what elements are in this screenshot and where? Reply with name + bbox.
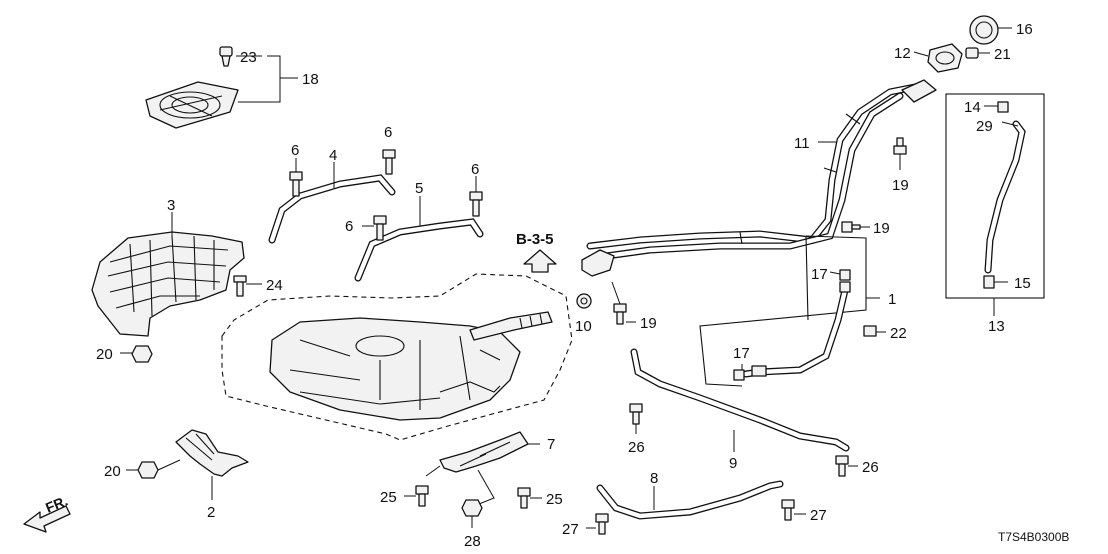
hose-assembly (742, 281, 851, 378)
callout-11: 11 (794, 135, 810, 152)
part-7-bracket (439, 431, 529, 473)
bolt-25-right (517, 487, 531, 509)
callout-28: 28 (464, 533, 481, 550)
part-12-housing (927, 43, 963, 73)
part-8-band (596, 480, 784, 520)
callout-12: 12 (894, 45, 911, 62)
callout-4: 4 (329, 147, 337, 164)
clip-21 (965, 47, 979, 59)
callout-20a: 20 (96, 346, 113, 363)
bolt-27-right (781, 499, 795, 521)
part-4-strap (268, 174, 396, 244)
part-18-cover (145, 81, 239, 129)
callout-3: 3 (167, 197, 175, 214)
callout-29: 29 (976, 118, 993, 135)
bolt-27-left (595, 513, 609, 535)
part-29-hose (984, 120, 1026, 274)
callout-17a: 17 (811, 266, 828, 283)
callout-25b: 25 (546, 491, 563, 508)
callout-19c: 19 (873, 220, 890, 237)
bolt-6-d (469, 191, 483, 217)
callout-27a: 27 (562, 521, 579, 538)
part-2-lower-shield (175, 429, 249, 477)
callout-24: 24 (266, 277, 283, 294)
section-reference: B-3-5 (516, 231, 554, 248)
callout-27b: 27 (810, 507, 827, 524)
callout-5: 5 (415, 180, 423, 197)
callout-26b: 26 (862, 459, 879, 476)
callout-25a: 25 (380, 489, 397, 506)
callout-26a: 26 (628, 439, 645, 456)
part-13-box (945, 93, 1045, 299)
clip-14 (997, 101, 1009, 113)
callout-8: 8 (650, 470, 658, 487)
callout-20b: 20 (104, 463, 121, 480)
callout-17b: 17 (733, 345, 750, 362)
clip-22 (863, 325, 877, 337)
part-11-filler-pipe (581, 79, 937, 277)
callout-2: 2 (207, 504, 215, 521)
bolt-6-b (382, 149, 396, 175)
callout-22: 22 (890, 325, 907, 342)
callout-23: 23 (240, 49, 257, 66)
bolt-25-left (415, 485, 429, 507)
callout-6d: 6 (471, 161, 479, 178)
diagram-code: T7S4B0300B (998, 530, 1069, 544)
nut-20-lower (137, 461, 159, 479)
part-1-bracket-lines (699, 235, 867, 387)
nut-28 (461, 499, 483, 517)
bolt-19-upper (893, 137, 907, 155)
callout-19b: 19 (892, 177, 909, 194)
clip-17-lower (733, 369, 745, 381)
cap-16 (969, 15, 999, 45)
reference-arrow (523, 249, 557, 273)
callout-7: 7 (547, 436, 555, 453)
callout-6b: 6 (384, 124, 392, 141)
callout-19a: 19 (640, 315, 657, 332)
part-9-band (630, 348, 850, 452)
part-3-heat-shield (91, 231, 245, 337)
clip-17-upper (839, 269, 851, 281)
bolt-26-right (835, 455, 849, 477)
front-label: FR. (43, 492, 70, 515)
bolt-26-left (629, 403, 643, 425)
callout-18: 18 (302, 71, 319, 88)
callout-14: 14 (964, 99, 981, 116)
washer-10 (576, 293, 592, 309)
nut-20-upper (131, 345, 153, 363)
callout-13: 13 (988, 318, 1005, 335)
callout-6a: 6 (291, 142, 299, 159)
clip-23 (219, 46, 233, 67)
front-arrow (23, 505, 71, 533)
fuel-tank-outline (221, 273, 573, 441)
callout-21: 21 (994, 46, 1011, 63)
callout-1: 1 (888, 291, 896, 308)
fuel-tank (269, 311, 553, 421)
callout-15: 15 (1014, 275, 1031, 292)
callout-10: 10 (575, 318, 592, 335)
callout-16: 16 (1016, 21, 1033, 38)
bolt-19-middle (841, 221, 861, 233)
bolt-24 (233, 275, 247, 297)
bolt-19-left (613, 303, 627, 325)
clip-15 (983, 275, 995, 289)
callout-6c: 6 (345, 218, 353, 235)
callout-9: 9 (729, 455, 737, 472)
bolt-6-c (373, 215, 387, 241)
part-5-strap (354, 218, 484, 282)
